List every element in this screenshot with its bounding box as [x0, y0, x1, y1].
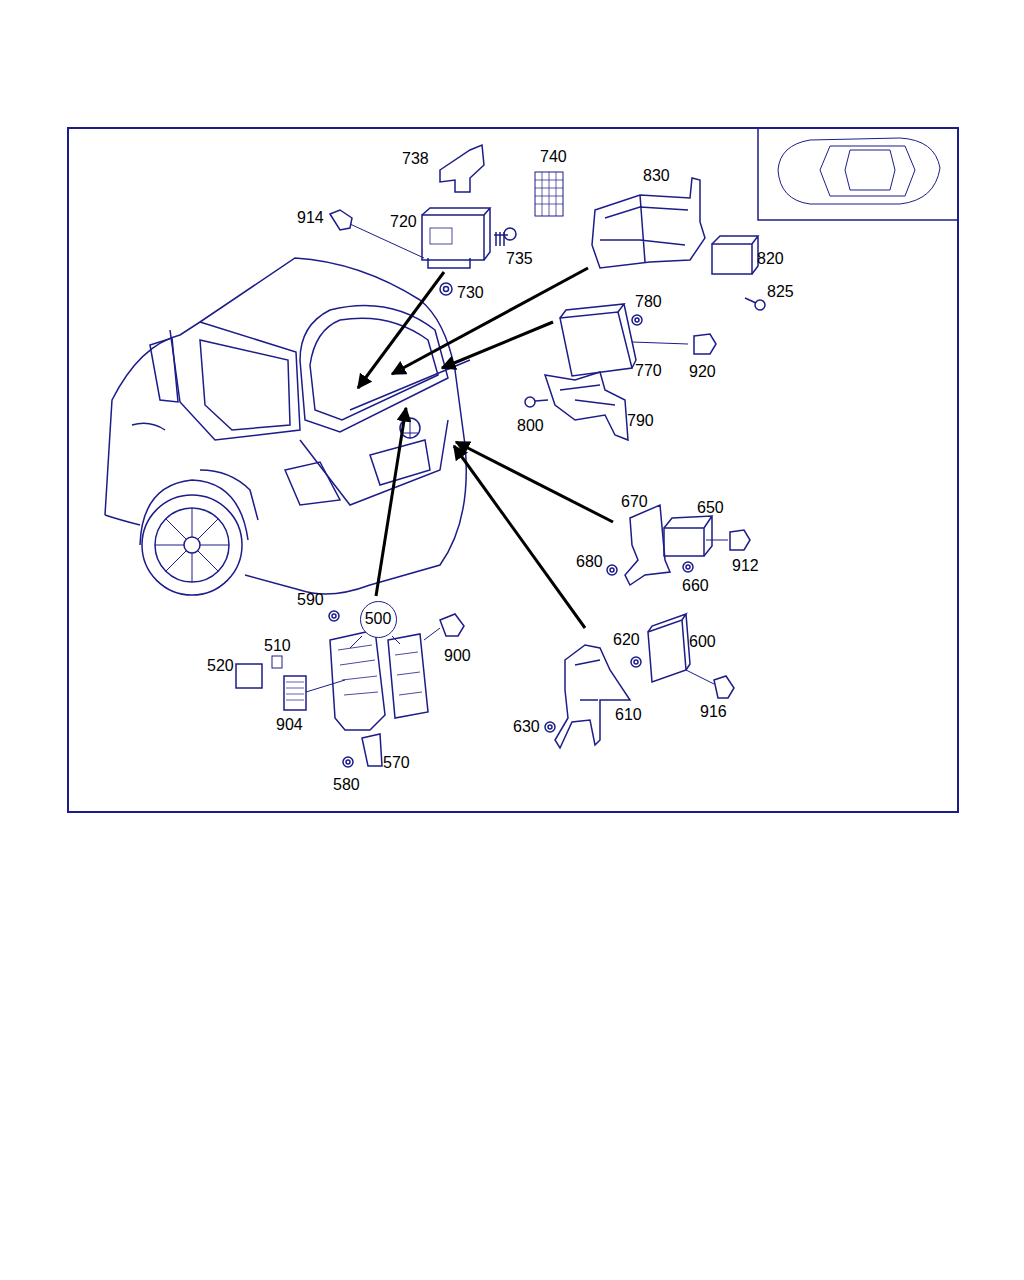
callout-number: 630: [512, 718, 541, 736]
callout-number: 570: [382, 754, 411, 772]
callout-number: 800: [516, 417, 545, 435]
callout-number: 830: [642, 167, 671, 185]
callout-number: 912: [731, 557, 760, 575]
callout-number: 590: [296, 591, 325, 609]
callout-number: 914: [296, 209, 325, 227]
callout-number: 510: [263, 637, 292, 655]
callout-number: 825: [766, 283, 795, 301]
callout-number: 735: [505, 250, 534, 268]
callout-number: 900: [443, 647, 472, 665]
callout-number: 790: [626, 412, 655, 430]
callout-number: 680: [575, 553, 604, 571]
callout-number: 520: [206, 657, 235, 675]
callout-number: 730: [456, 284, 485, 302]
callout-number: 620: [612, 631, 641, 649]
callout-number: 580: [332, 776, 361, 794]
callout-number: 740: [539, 148, 568, 166]
callout-number: 720: [389, 213, 418, 231]
callout-number: 610: [614, 706, 643, 724]
callout-number: 600: [688, 633, 717, 651]
callout-circle: 500: [360, 601, 397, 638]
callout-number: 738: [401, 150, 430, 168]
callout-number: 650: [696, 499, 725, 517]
callout-number: 500: [365, 610, 392, 628]
callout-number: 916: [699, 703, 728, 721]
callout-number: 670: [620, 493, 649, 511]
callout-number: 770: [634, 362, 663, 380]
callout-number: 660: [681, 577, 710, 595]
callout-number: 820: [756, 250, 785, 268]
callout-number: 920: [688, 363, 717, 381]
callout-number: 904: [275, 716, 304, 734]
callout-number: 780: [634, 293, 663, 311]
